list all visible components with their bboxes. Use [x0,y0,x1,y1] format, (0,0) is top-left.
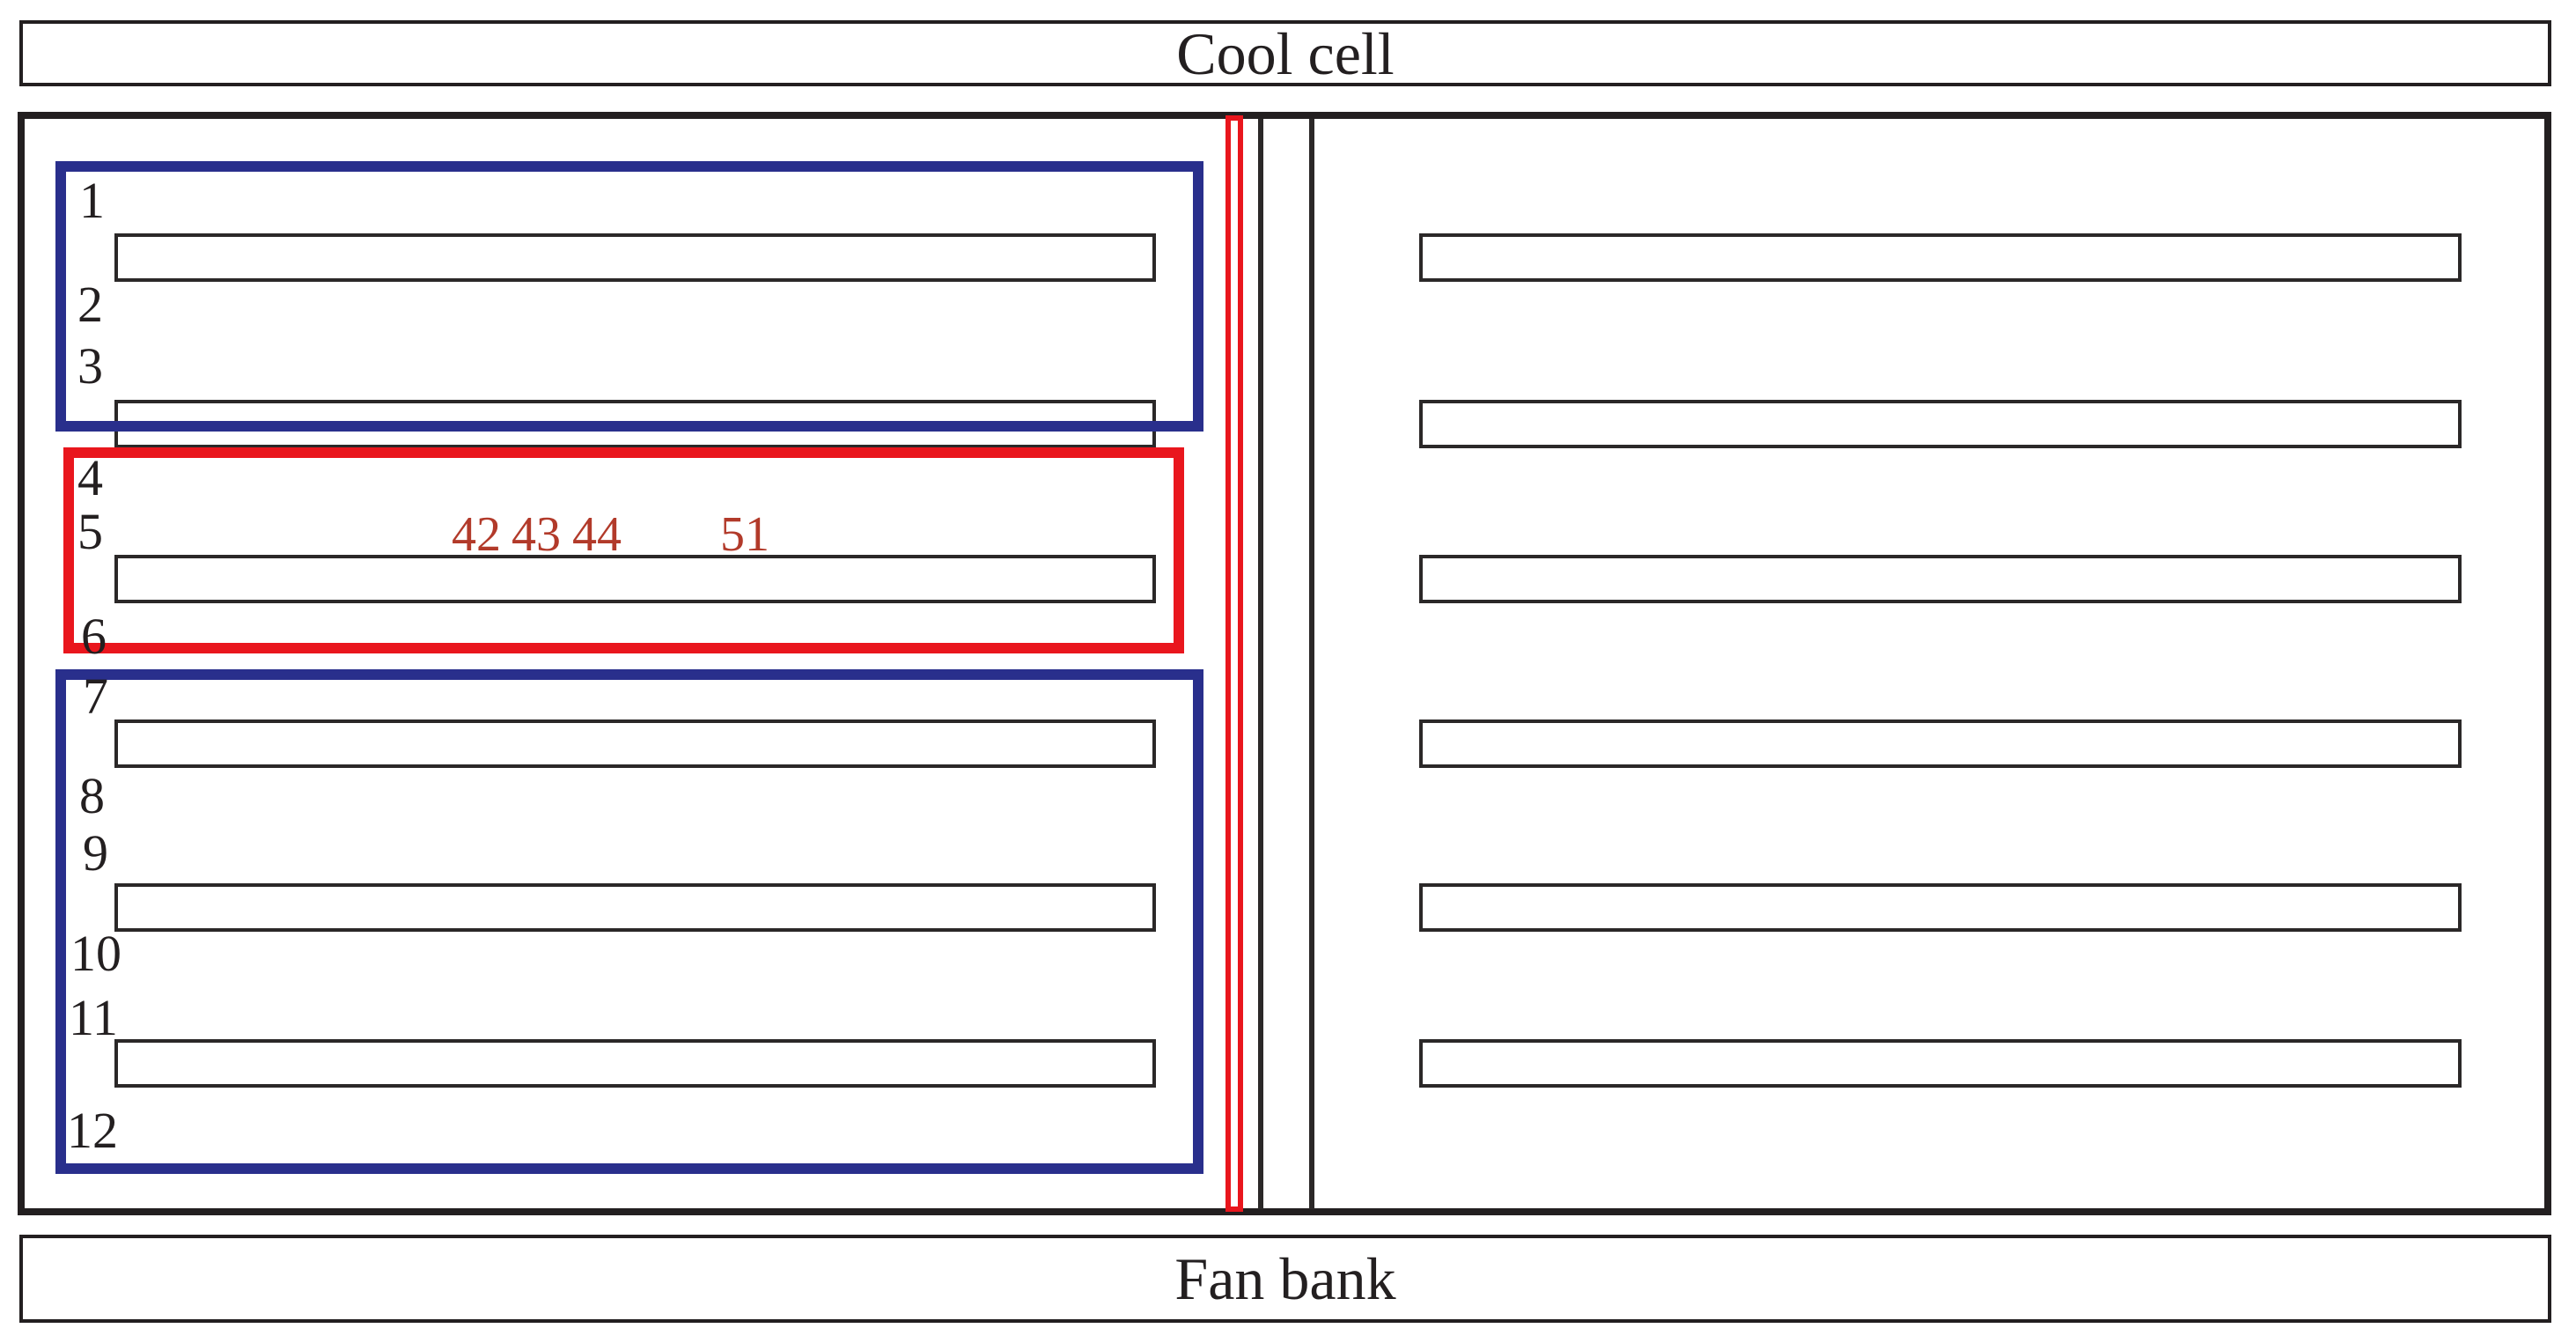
aisle-number: 9 [83,824,108,882]
rack-bar [1419,400,2462,448]
rack-bar [1419,883,2462,932]
partition-line-left [1258,119,1263,1209]
aisle-number: 2 [77,276,103,333]
blue-zone-lower [55,669,1203,1174]
rack-position-number: 42 [452,507,501,562]
blue-zone-upper [55,161,1203,432]
rack-position-number: 44 [572,507,622,562]
aisle-number: 6 [81,608,107,665]
rack-position-number: 43 [512,507,561,562]
aisle-number: 10 [70,925,121,982]
aisle-number: 5 [77,503,103,560]
fan-bank-bar: Fan bank [19,1235,2551,1323]
rack-bar [114,1039,1156,1088]
aisle-number: 8 [79,767,105,824]
partition-line-right [1309,119,1314,1209]
aisle-number: 1 [79,172,105,229]
red-divider-channel [1225,115,1243,1212]
fan-bank-label: Fan bank [1174,1245,1396,1312]
cool-cell-bar: Cool cell [19,20,2551,86]
rack-bar [1419,719,2462,768]
aisle-number: 3 [77,337,103,395]
rack-bar [1419,233,2462,282]
red-zone [63,447,1184,653]
rack-bar [114,883,1156,932]
aisle-number: 11 [69,989,118,1046]
rack-bar [114,719,1156,768]
room-enclosure [18,112,2551,1215]
aisle-number: 12 [67,1102,118,1159]
rack-bar [1419,1039,2462,1088]
aisle-number: 4 [77,449,103,506]
rack-bar [1419,555,2462,603]
cool-cell-label: Cool cell [1176,19,1395,87]
aisle-number: 7 [83,668,108,725]
rack-position-number: 51 [720,507,769,562]
rack-bar [114,555,1156,603]
rack-bar [114,233,1156,282]
